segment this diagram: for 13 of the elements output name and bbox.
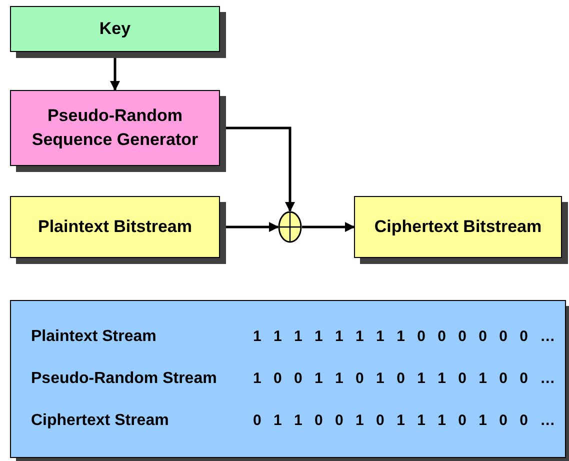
stream-table-panel <box>10 300 566 458</box>
row-label: Plaintext Stream <box>31 327 158 347</box>
box-label: Plaintext Bitstream <box>38 216 192 238</box>
box-label: Key <box>99 18 131 40</box>
row-label: Pseudo-Random Stream <box>31 369 218 389</box>
bit-sequence: 1 1 1 1 1 1 1 1 0 0 0 0 0 0 … <box>253 326 556 347</box>
bit-sequence: 0 1 1 0 0 1 0 1 1 1 0 1 0 0 … <box>253 410 556 431</box>
xor-symbol <box>278 211 302 243</box>
box-label: Pseudo-Random Sequence Generator <box>30 105 200 151</box>
bit-sequence: 1 0 0 1 1 0 1 0 1 1 0 1 0 0 … <box>253 368 556 389</box>
arrow <box>302 222 355 232</box>
box-label: Ciphertext Bitstream <box>374 216 542 238</box>
row-label: Ciphertext Stream <box>31 411 170 431</box>
